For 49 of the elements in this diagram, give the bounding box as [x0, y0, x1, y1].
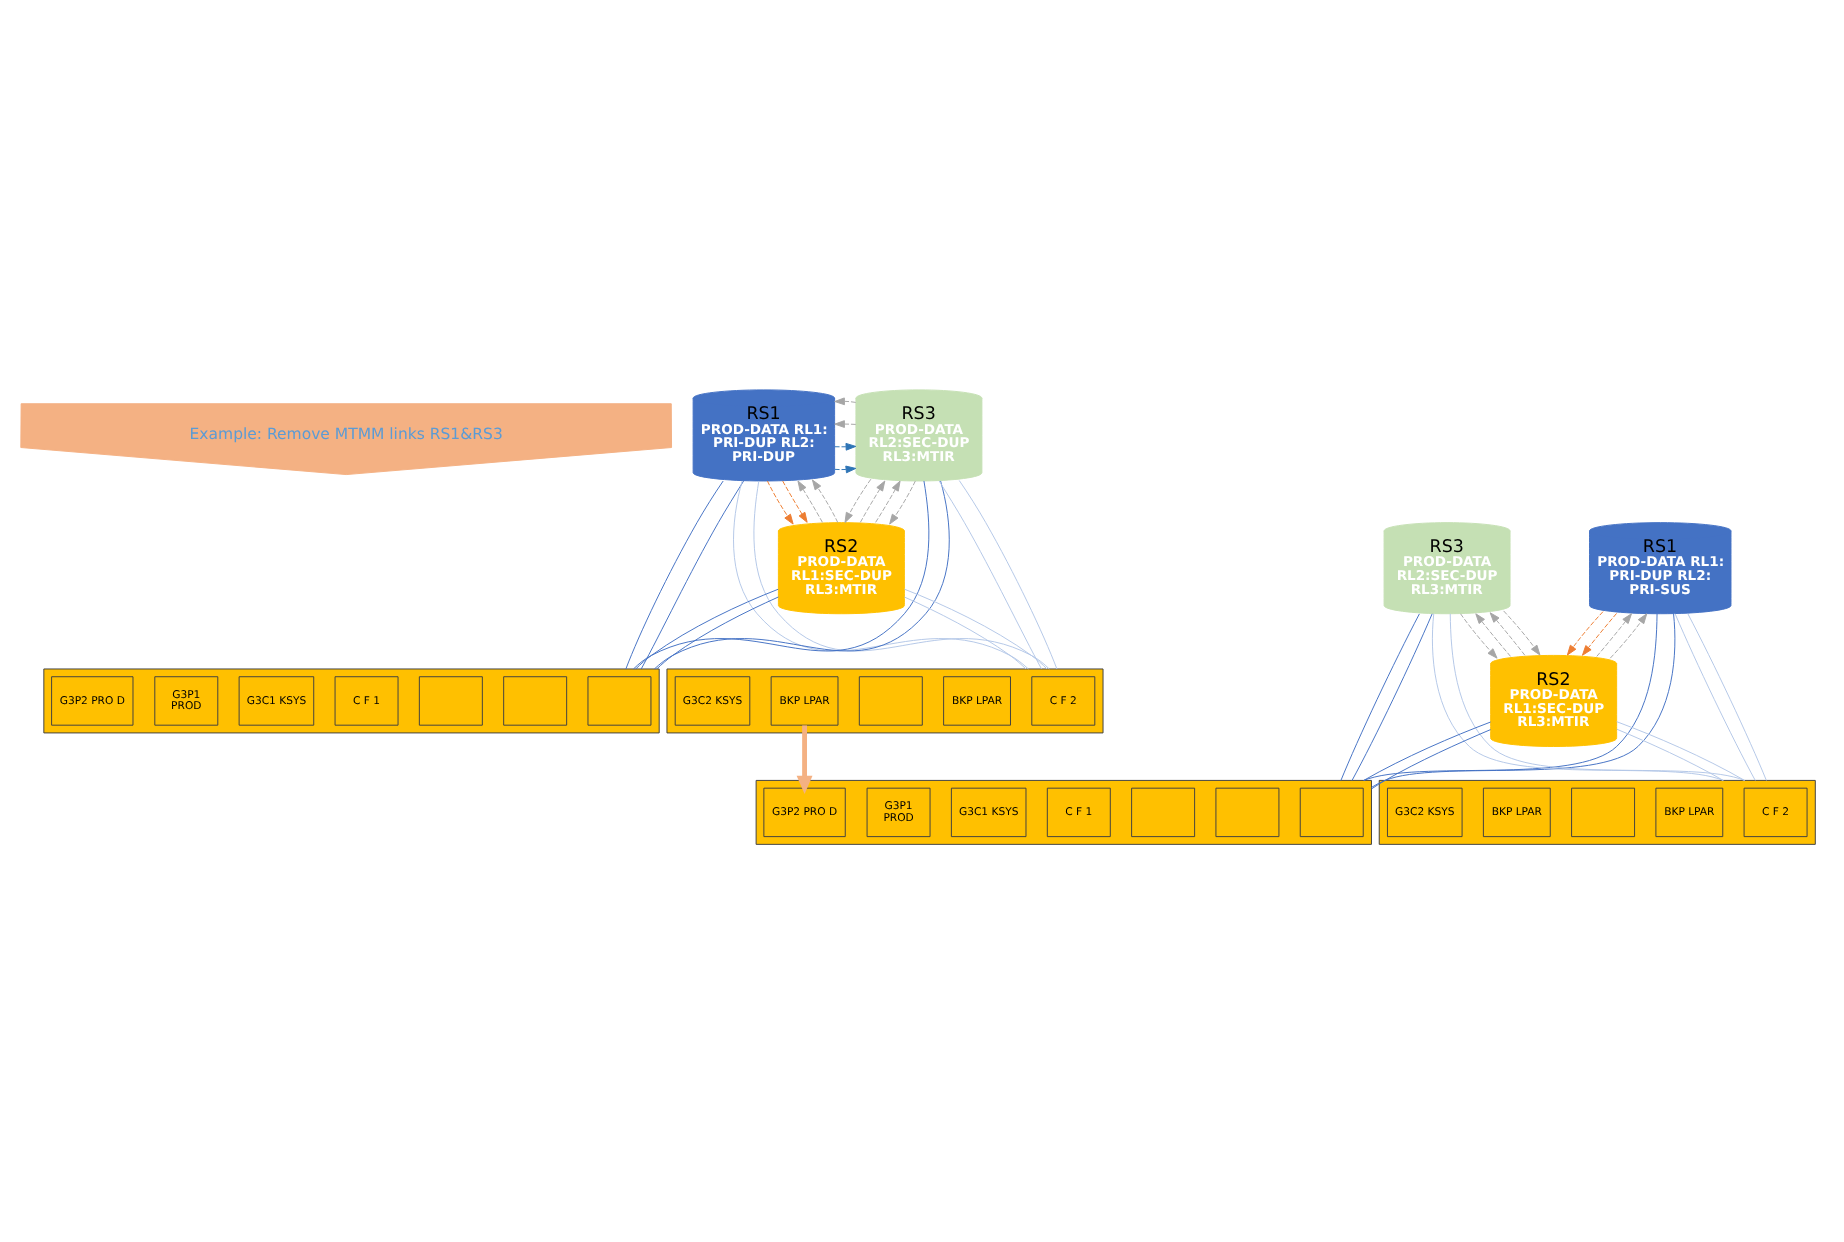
- arrow: [796, 725, 813, 794]
- arrow: [1566, 611, 1604, 656]
- connector: [1674, 613, 1756, 781]
- connector: [656, 596, 779, 670]
- node-box: [1215, 787, 1280, 838]
- connector: [903, 596, 1027, 670]
- cluster: [755, 779, 1372, 845]
- arrow: [889, 480, 916, 525]
- arrow: [1596, 613, 1632, 657]
- arrow: [766, 480, 794, 525]
- arrow: [1489, 612, 1526, 656]
- cluster: [43, 668, 660, 734]
- connector: [904, 588, 1048, 670]
- node-box: [1131, 787, 1196, 838]
- arrow: [1460, 613, 1498, 659]
- node-box: [858, 676, 923, 726]
- arrow: [782, 480, 808, 523]
- node-box: [418, 676, 483, 726]
- arrow: [811, 479, 839, 523]
- connector: [640, 480, 745, 670]
- arrow: [834, 465, 857, 474]
- node-box: [1299, 787, 1364, 838]
- arrow: [1609, 613, 1648, 659]
- arrow: [875, 480, 901, 523]
- arrow: [859, 480, 886, 523]
- connector: [1371, 729, 1491, 790]
- node-box: [587, 676, 652, 726]
- connector: [1616, 728, 1724, 781]
- arrow: [797, 480, 823, 523]
- arrow: [844, 478, 872, 523]
- arrow: [1503, 610, 1541, 656]
- connector: [1363, 721, 1492, 781]
- connector: [938, 480, 1043, 670]
- connector: [1340, 613, 1420, 781]
- arrow: [834, 420, 857, 428]
- arrow: [834, 442, 857, 451]
- arrow: [834, 397, 857, 406]
- cluster: [1378, 779, 1816, 845]
- connector: [958, 480, 1058, 670]
- connector: [1616, 721, 1746, 781]
- node-box: [503, 676, 568, 726]
- connector: [635, 588, 779, 670]
- connector: [1687, 613, 1767, 781]
- arrow: [1581, 612, 1618, 656]
- connector: [1351, 613, 1433, 781]
- connector: [625, 480, 724, 670]
- node-box: [1571, 787, 1636, 838]
- arrow: [1475, 613, 1512, 657]
- cluster: [666, 668, 1104, 734]
